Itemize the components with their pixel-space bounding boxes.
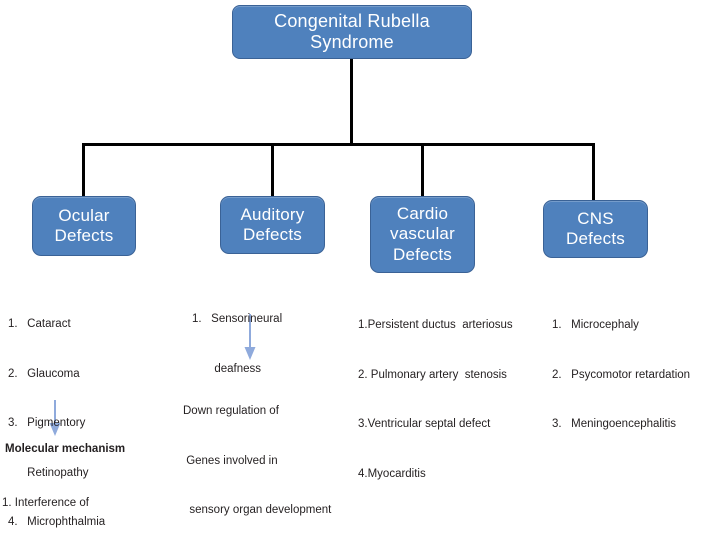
list-item: deafness [192,362,262,375]
node-ocular-label-line1: Ocular [58,205,110,225]
list-item: 3. Meningoencephalitis [552,418,677,430]
node-cardio-label-line3: Defects [392,244,453,264]
node-cns-label-line1: CNS [577,208,614,228]
molecular-mechanism-heading: Molecular mechanism [5,443,126,455]
note-auditory-downregulation: Down regulation of Genes involved in sen… [183,370,331,545]
list-item: 1. Interference of [2,497,89,509]
node-root-label-line1: Congenital Rubella [274,10,430,31]
list-item: 2. Psycomotor retardation [552,368,691,381]
list-item: 1.Persistent ductus arteriosus [358,319,513,331]
node-auditory-label-line2: Defects [242,225,303,244]
node-root-label-line2: Syndrome [310,32,394,52]
node-cardiovascular-defects[interactable]: Cardio vascular Defects [370,196,475,273]
list-item: 1. Cataract [8,318,71,330]
list-item: 1. Sensorineural [192,313,283,325]
node-congenital-rubella-syndrome[interactable]: Congenital Rubella Syndrome [232,5,472,59]
list-cns-defects: 1. Microcephaly 2. Psycomotor retardatio… [552,284,690,466]
list-item: 2. Pulmonary artery stenosis [358,368,507,381]
list-item: 2. Glaucoma [8,367,80,380]
node-cns-defects[interactable]: CNS Defects [543,200,648,258]
list-molecular-mechanism: 1. Interference of actin assembly 2. Dow… [2,462,157,545]
note-line: Down regulation of [183,405,279,417]
list-item: 1. Microcephaly [552,319,639,331]
list-item: 3.Ventricular septal defect [358,418,491,430]
node-ocular-label-line2: Defects [54,226,114,245]
list-ocular-defects: 1. Cataract 2. Glaucoma 3. Pigmentory Re… [8,283,105,545]
node-auditory-defects[interactable]: Auditory Defects [220,196,325,254]
node-auditory-label-line1: Auditory [240,204,305,224]
node-cns-label-line2: Defects [565,229,626,248]
node-ocular-defects[interactable]: Ocular Defects [32,196,136,256]
note-line: sensory organ development [183,504,332,516]
list-cardiovascular-defects: 1.Persistent ductus arteriosus 2. Pulmon… [358,284,513,515]
list-item: 4.Myocarditis [358,467,426,480]
node-cardio-label-line2: vascular [390,224,455,244]
list-item: Retinopathy [8,466,89,479]
list-auditory-defects: 1. Sensorineural deafness [192,278,282,410]
node-cardio-label-line1: Cardio [396,204,449,224]
list-item: 3. Pigmentory [8,417,86,429]
note-line: Genes involved in [183,454,278,467]
list-item: 4. Microphthalmia [8,516,106,528]
